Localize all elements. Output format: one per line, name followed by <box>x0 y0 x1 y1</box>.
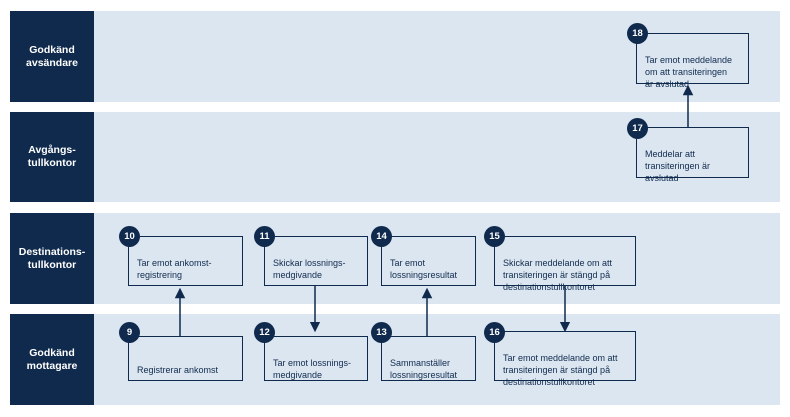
lane-label-avgangstullkontor: Avgångs- tullkontor <box>10 112 94 202</box>
lane-label-godkand-mottagare: Godkänd mottagare <box>10 314 94 405</box>
step-17-number: 17 <box>627 118 648 139</box>
step-17-box: Meddelar att transiteringen är avslutad <box>636 127 749 183</box>
step-9-number: 9 <box>119 322 140 343</box>
step-11-number: 11 <box>254 226 275 247</box>
step-18-text: Tar emot meddelande om att transiteringe… <box>645 55 733 89</box>
step-15-text: Skickar meddelande om att transiteringen… <box>503 258 613 292</box>
step-18-box: Tar emot meddelande om att transiteringe… <box>636 33 749 89</box>
step-15-number: 15 <box>484 226 505 247</box>
step-10-box: Tar emot ankomst- registrering <box>128 236 243 286</box>
step-16-number: 16 <box>484 322 505 343</box>
step-10-number: 10 <box>119 226 140 247</box>
lane-label-destinationstullkontor: Destinations- tullkontor <box>10 213 94 304</box>
step-13-box: Sammanställer lossningsresultat <box>381 336 476 381</box>
step-14-text: Tar emot lossningsresultat <box>390 258 458 280</box>
step-13-text: Sammanställer lossningsresultat <box>390 358 458 380</box>
step-12-text: Tar emot lossnings- medgivande <box>273 358 352 380</box>
lane-label-godkand-avsandare: Godkänd avsändare <box>10 11 94 102</box>
step-10-text: Tar emot ankomst- registrering <box>137 258 212 280</box>
step-17-text: Meddelar att transiteringen är avslutad <box>645 149 711 183</box>
step-11-box: Skickar lossnings- medgivande <box>264 236 368 286</box>
step-16-text: Tar emot meddelande om att transiteringe… <box>503 353 618 387</box>
step-11-text: Skickar lossnings- medgivande <box>273 258 346 280</box>
step-14-number: 14 <box>371 226 392 247</box>
step-12-box: Tar emot lossnings- medgivande <box>264 336 368 381</box>
step-13-number: 13 <box>371 322 392 343</box>
step-15-box: Skickar meddelande om att transiteringen… <box>494 236 636 292</box>
step-9-box: Registrerar ankomst <box>128 336 243 381</box>
step-18-number: 18 <box>627 23 648 44</box>
step-14-box: Tar emot lossningsresultat <box>381 236 476 286</box>
step-12-number: 12 <box>254 322 275 343</box>
step-9-text: Registrerar ankomst <box>137 365 219 375</box>
step-16-box: Tar emot meddelande om att transiteringe… <box>494 331 636 387</box>
